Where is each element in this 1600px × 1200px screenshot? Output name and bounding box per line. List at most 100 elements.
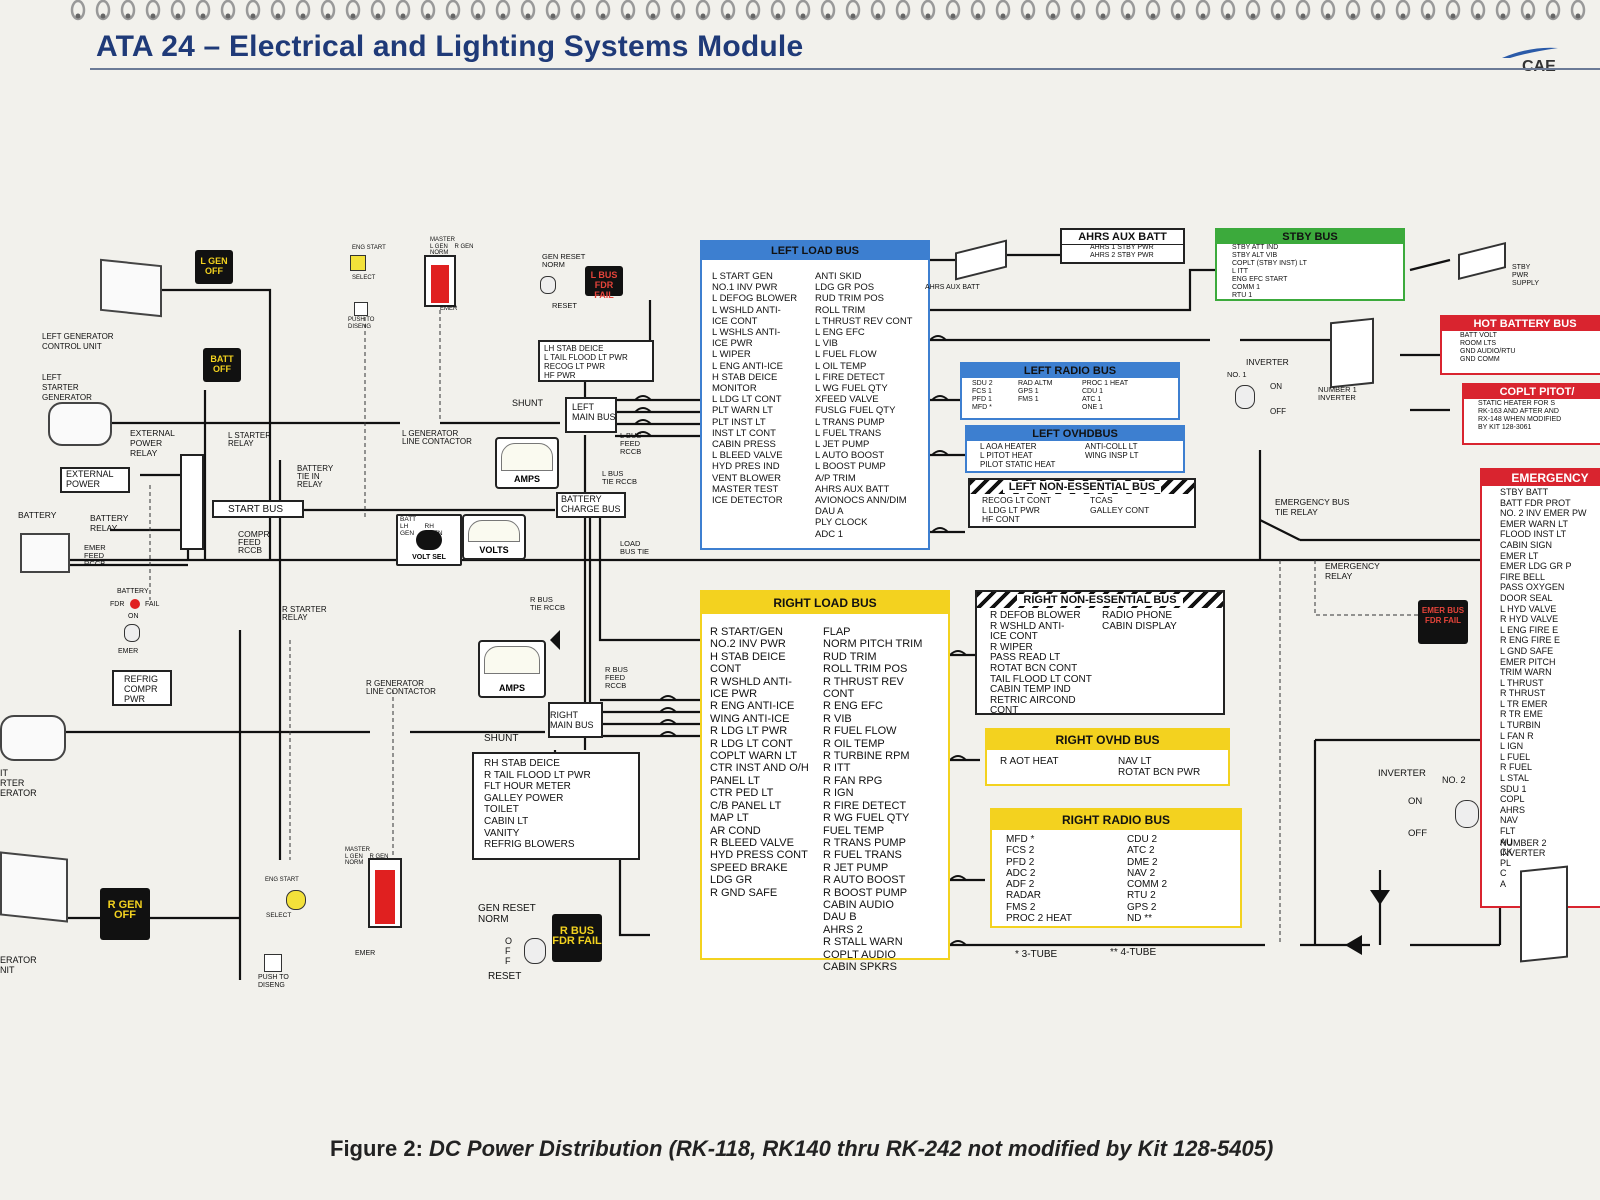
r-bus-tie-rccb-label: R BUS TIE RCCB [530,595,566,612]
right-load-bus-col1-item: PANEL LT [710,774,760,787]
emergency-bus-items-item: L ENG FIRE E [1500,624,1559,635]
emergency-bus-items-item: R FUEL [1500,762,1533,773]
figure-caption: Figure 2: DC Power Distribution (RK-118,… [330,1136,1273,1162]
right-ovhd-col1: R AOT HEAT [1000,756,1059,767]
left-load-bus-col2-item: LDG GR POS [815,282,875,294]
right-starter-generator-unit [0,715,66,761]
volt-sel-label: VOLT SEL [412,554,446,561]
left-load-bus-col2-item: L AUTO BOOST [815,450,885,462]
hot-battery-bus-items-item: GND COMM [1460,356,1500,363]
right-ovhd-bus-title: RIGHT OVHD BUS [987,730,1228,750]
left-nonessential-col2-item: TCAS [1090,495,1113,505]
emergency-bus-items-item: EMER LT [1500,550,1539,561]
left-load-bus-col2-item: L FUEL FLOW [815,349,877,361]
gen-reset-switch-top[interactable] [540,276,556,294]
right-radio-col2-item: GPS 2 [1127,901,1157,913]
left-radio-bus-col2-item: FMS 1 [1018,396,1039,403]
right-ovhd-col2-item: NAV LT [1118,756,1152,767]
right-load-bus-col1-item: R WSHLD ANTI- [710,675,792,688]
r-bus-feed-rccb-label: R BUS FEED RCCB [605,665,628,690]
hot-battery-bus-title: HOT BATTERY BUS [1442,317,1600,331]
reset-label-bottom: RESET [488,971,522,982]
right-load-bus-col1-item: HYD PRESS CONT [710,849,808,862]
push-diseng-button-top[interactable] [354,302,368,316]
left-radio-bus-col3-item: CDU 1 [1082,388,1104,395]
refrig-box [112,670,172,706]
right-load-bus-col1-item: MAP LT [710,812,749,825]
hot-battery-bus-items-item: GND AUDIO/RTU [1460,348,1516,355]
reset-label-top: RESET [552,301,578,310]
emergency-bus-items-item: C [1500,868,1507,879]
lh-stab-items-item: LH STAB DEICE [544,344,604,353]
right-nonessential-col1-item: CABIN TEMP IND [990,684,1071,696]
right-main-bus-box [548,702,603,738]
inverter-1-on-label: ON [1270,382,1282,391]
left-nonessential-col1-item: L LDG LT PWR [982,504,1040,515]
master-switch-bottom[interactable] [368,858,402,928]
right-radio-col1-item: FMS 2 [1006,901,1036,913]
inverter-1-switch[interactable] [1235,385,1255,409]
master-emer-bottom: EMER [355,950,376,957]
push-diseng-button-bottom[interactable] [264,954,282,972]
battery-switch[interactable] [124,624,140,642]
rh-stab-items-item: FLT HOUR METER [484,781,571,793]
stby-bus-items-item: RTU 1 [1232,292,1253,299]
stby-bus-items-item: ENG EFC START [1232,276,1288,283]
gen-reset-switch-bottom[interactable] [524,938,546,964]
battery-emer-label: EMER [118,648,139,655]
lh-stab-items-item: HF PWR [544,371,576,380]
right-load-bus-col2-item: R FUEL FLOW [823,725,897,738]
left-load-bus-col2-item: FUSLG FUEL QTY [815,405,896,417]
fdr-label: FDR [110,601,125,608]
right-load-bus-col2-item: R FAN RPG [823,774,883,787]
volt-sel-knob[interactable] [416,530,442,550]
emergency-bus-items-item: L IGN [1500,741,1524,752]
emergency-bus-items-item: EMER LDG GR P [1500,561,1572,572]
battery-switch-label: BATTERY [117,588,149,595]
copilot-pitot-bus: COPLT PITOT/ [1462,383,1600,445]
left-load-bus-col2-item: AVIONOCS ANN/DIM [815,495,907,507]
right-load-bus-col1-item: H STAB DEICE [710,650,786,663]
four-tube-note: ** 4-TUBE [1110,947,1157,958]
left-load-bus-col2-item: XFEED VALVE [815,394,879,406]
left-load-bus-col2-item: L WG FUEL QTY [815,383,888,395]
right-ovhd-col1-item: R AOT HEAT [1000,756,1059,767]
r-bus-fdr-fail-annunciator: R BUS FDR FAIL [552,914,602,962]
eng-start-label-bottom: ENG START [265,877,299,883]
right-nonessential-col1-item: ICE CONT [990,631,1038,643]
hot-battery-bus: HOT BATTERY BUS [1440,315,1600,375]
right-radio-col2-item: ND ** [1127,913,1153,925]
ahrs-aux-batt-box: AHRS AUX BATT [1060,228,1185,264]
r-gen-line-contactor-label: R GENERATOR LINE CONTACTOR [366,679,436,696]
right-nonessential-col1-item: R WSHLD ANTI- [990,620,1065,632]
master-switch-top[interactable] [424,255,456,307]
number-2-inverter-label: NUMBER 2 INVERTER [1500,838,1547,858]
l-bus-fdr-fail-annunciator: L BUS FDR FAIL [585,266,623,300]
external-power-box [60,467,130,493]
left-radio-bus-col1-item: MFD * [972,404,992,411]
inverter-2-switch[interactable] [1455,800,1479,828]
left-load-bus-col1-item: L BLEED VALVE [712,450,783,462]
left-amps-gauge: AMPS [495,437,559,489]
right-load-bus-col2-item: DAU B [823,911,857,924]
inverter-no1-label: NO. 1 [1227,370,1247,379]
start-bus-label: START BUS [228,504,284,515]
right-amps-gauge: AMPS [478,640,546,698]
ahrs-aux-batt-unit-label: AHRS AUX BATT [925,284,980,291]
emergency-bus-items-item: L TR EMER [1500,698,1548,709]
left-load-bus-col2-item: L FIRE DETECT [815,371,885,383]
volt-sel-panel: VOLT SEL [396,514,462,566]
emergency-bus-items-item: SDU 1 [1500,783,1527,794]
left-load-bus-col2-item: PLY CLOCK [815,517,868,529]
emergency-bus-items-item: FLOOD INST LT [1500,529,1567,540]
right-load-bus-col2-item: CONT [823,688,855,701]
figure-caption-text: DC Power Distribution (RK-118, RK140 thr… [429,1136,1274,1161]
gen-reset-label-bottom: GEN RESET NORM [478,903,536,925]
l-bus-tie-rccb-label: L BUS TIE RCCB [602,469,638,486]
